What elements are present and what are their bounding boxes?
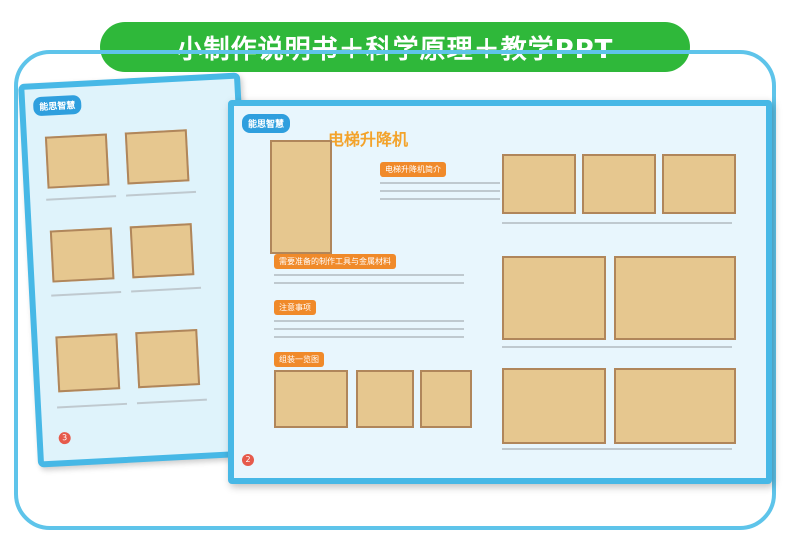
step-illustration (135, 329, 201, 389)
outer-frame (14, 50, 776, 530)
page-number: 3 (58, 431, 72, 445)
step-illustration (44, 133, 110, 189)
text-line (46, 195, 117, 201)
banner-title: 小制作说明书＋科学原理＋教学PPT (176, 34, 614, 65)
step-image (502, 256, 606, 340)
text-line (502, 346, 732, 348)
text-line (274, 336, 464, 338)
step-image (614, 368, 736, 444)
text-line (274, 320, 464, 322)
text-line (274, 282, 464, 284)
parts-image (356, 370, 414, 428)
materials-label: 需要准备的制作工具与金属材料 (274, 254, 396, 269)
steps-label: 组装一览图 (274, 352, 324, 367)
parts-image (420, 370, 472, 428)
text-line (380, 190, 500, 192)
text-line (51, 290, 122, 297)
step-illustration (49, 227, 115, 283)
elevator-model-image (270, 140, 332, 254)
step-image (614, 256, 736, 340)
text-line (126, 190, 197, 197)
text-line (131, 286, 202, 293)
text-line (502, 222, 732, 224)
step-image (582, 154, 656, 214)
page-number: 2 (242, 454, 254, 466)
text-line (274, 328, 464, 330)
main-brand-badge: 能思智慧 (242, 114, 291, 133)
main-manual-page: 能思智慧 电梯升降机 电梯升降机简介 需要准备的制作工具与金属材料 注意事项 组… (228, 100, 772, 484)
principle-label: 电梯升降机简介 (380, 162, 446, 177)
notes-label: 注意事项 (274, 300, 316, 315)
text-line (136, 398, 207, 405)
chapter-title: 电梯升降机 (328, 130, 409, 149)
step-illustration (55, 333, 121, 393)
step-illustration (124, 129, 190, 185)
parts-image (274, 370, 348, 428)
step-image (502, 368, 606, 444)
text-line (502, 448, 732, 450)
step-image (662, 154, 736, 214)
left-brand-badge: 能思智慧 (32, 94, 82, 117)
text-line (57, 402, 128, 409)
text-line (274, 274, 464, 276)
text-line (380, 198, 500, 200)
step-image (502, 154, 576, 214)
left-manual-page: 能思智慧 3 (18, 72, 260, 468)
text-line (380, 182, 500, 184)
title-banner: 小制作说明书＋科学原理＋教学PPT (100, 22, 690, 72)
step-illustration (129, 223, 195, 279)
